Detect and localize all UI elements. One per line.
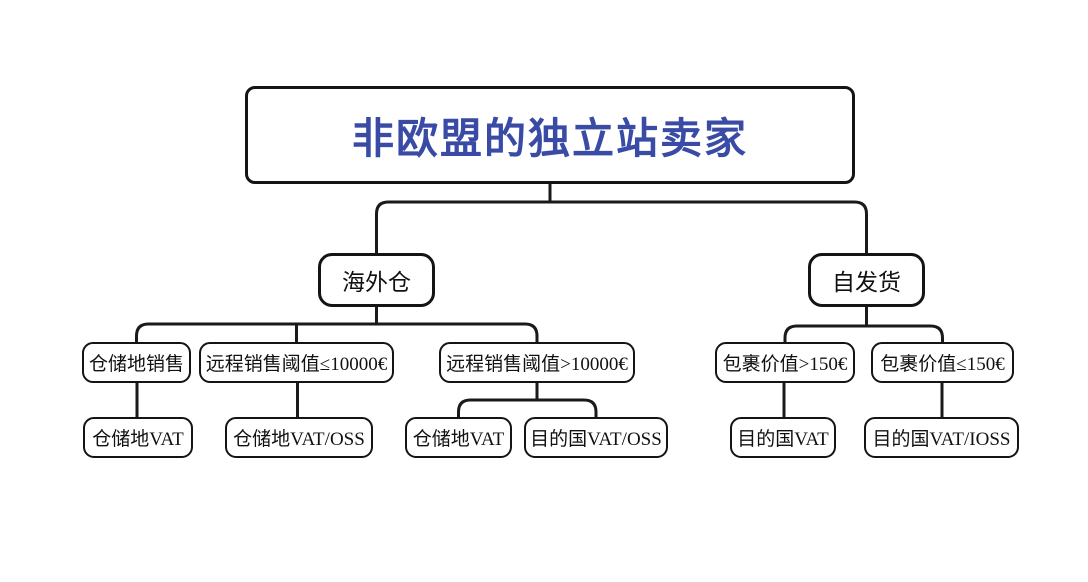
node-warehouse-vat-b: 仓储地VAT [405,417,512,458]
node-destination-vat: 目的国VAT [730,417,836,458]
connector-self-children-rail [783,324,944,342]
node-parcel-value-le-150: 包裹价值≤150€ [871,342,1014,383]
node-destination-vat-oss: 目的国VAT/OSS [524,417,668,458]
node-warehouse-vat-oss: 仓储地VAT/OSS [225,417,373,458]
node-destination-vat-ioss: 目的国VAT/IOSS [864,417,1019,458]
node-root-title: 非欧盟的独立站卖家 [245,86,855,184]
node-warehouse-location-sales: 仓储地销售 [82,342,191,383]
connector-overseas-children-rail [135,322,539,342]
connector-root-children-rail [375,200,868,253]
node-parcel-value-gt-150: 包裹价值>150€ [715,342,855,383]
node-self-fulfillment: 自发货 [808,253,925,307]
node-warehouse-vat-a: 仓储地VAT [83,417,193,458]
node-overseas-warehouse: 海外仓 [318,253,435,307]
connector-remote-gt-children-rail [457,398,598,417]
node-remote-sales-threshold-le-10000: 远程销售阈值≤10000€ [199,342,394,383]
node-remote-sales-threshold-gt-10000: 远程销售阈值>10000€ [439,342,635,383]
